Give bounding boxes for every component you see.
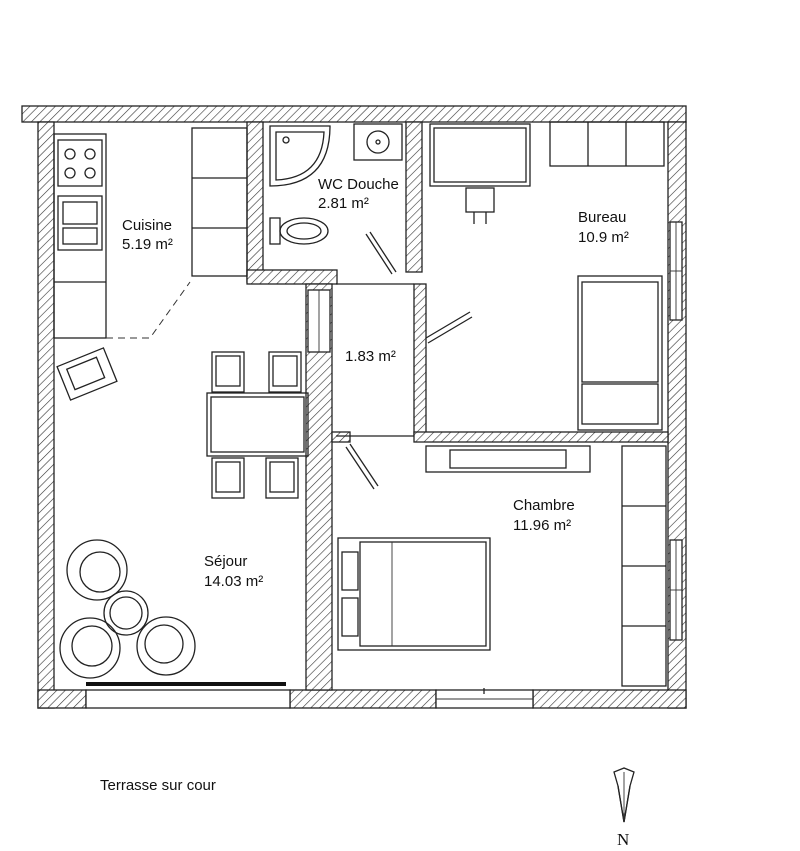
kitchen-fixtures	[53, 127, 248, 401]
chambre-furniture	[337, 445, 667, 687]
label-bureau: Bureau 10.9 m²	[578, 209, 629, 246]
sink-icon	[57, 195, 103, 251]
outer-wall-bottom-right	[289, 689, 437, 709]
dining-chair	[211, 457, 245, 499]
door-bath	[365, 231, 397, 275]
coffee-table	[103, 590, 149, 636]
kitchen-counter	[53, 133, 107, 339]
dining-chair	[265, 457, 299, 499]
washbasin-icon	[353, 123, 403, 161]
armchair-icon	[56, 347, 118, 401]
terrace-label: Terrasse sur cour	[100, 777, 216, 794]
window-chambre	[669, 539, 683, 641]
wall-kitchen-bath	[246, 121, 264, 283]
label-degagement: 1.83 m²	[345, 348, 396, 365]
wall-hall-bottom	[331, 431, 351, 443]
shower-icon	[269, 125, 331, 187]
wall-bureau-chambre	[413, 431, 669, 443]
outer-wall-bottom-right2	[532, 689, 687, 709]
lounge-chair	[66, 539, 128, 601]
pillow	[341, 597, 359, 637]
dining-table	[206, 392, 309, 457]
kitchen-cupboard	[191, 127, 248, 277]
room-area-degagement: 1.83 m²	[345, 348, 396, 365]
window-chambre-bottom	[435, 688, 534, 709]
lounge-chair	[136, 616, 196, 676]
hall-fixtures	[307, 283, 473, 490]
bureau-furniture	[429, 121, 665, 431]
sejour-furniture	[59, 351, 309, 679]
dining-chair	[268, 351, 302, 393]
pillow	[341, 551, 359, 591]
double-bed	[337, 537, 491, 651]
room-name-cuisine: Cuisine	[122, 217, 172, 234]
room-name-wc-douche: WC Douche	[318, 176, 399, 193]
room-name-sejour: Séjour	[204, 553, 247, 570]
dining-chair	[211, 351, 245, 393]
north-arrow-icon: N	[613, 767, 635, 849]
outer-wall-left	[37, 121, 55, 709]
outer-wall-top	[21, 105, 687, 123]
sofa-bed	[577, 275, 663, 431]
label-sejour: Séjour 14.03 m²	[204, 553, 263, 590]
door-chambre	[345, 443, 379, 490]
kitchen-open-partition	[106, 281, 191, 339]
dresser	[425, 445, 591, 473]
windows	[85, 221, 683, 709]
north-letter: N	[617, 830, 629, 849]
desk-chair	[465, 187, 495, 213]
room-area-wc-douche: 2.81 m²	[318, 195, 369, 212]
outer-wall-bottom-left	[37, 689, 87, 709]
bathroom-fixtures	[269, 123, 403, 275]
toilet-icon	[269, 217, 329, 245]
wall-bath-bureau	[405, 121, 423, 273]
room-name-chambre: Chambre	[513, 497, 575, 514]
room-area-sejour: 14.03 m²	[204, 573, 263, 590]
desk	[429, 123, 531, 187]
walls	[21, 105, 687, 709]
bookshelf	[549, 121, 665, 167]
label-chambre: Chambre 11.96 m²	[513, 497, 575, 534]
wall-hall-bureau	[413, 283, 427, 437]
wall-bath-bottom	[246, 269, 338, 285]
lounge-chair	[59, 617, 121, 679]
cooktop-icon	[57, 139, 103, 187]
door-bureau	[425, 311, 473, 344]
window-bureau	[669, 221, 683, 321]
bay-window-sejour	[85, 682, 291, 709]
room-area-chambre: 11.96 m²	[513, 517, 571, 534]
room-name-bureau: Bureau	[578, 209, 626, 226]
room-area-bureau: 10.9 m²	[578, 229, 629, 246]
label-wc-douche: WC Douche 2.81 m²	[318, 176, 399, 212]
room-area-cuisine: 5.19 m²	[122, 236, 173, 253]
label-cuisine: Cuisine 5.19 m²	[122, 217, 173, 253]
